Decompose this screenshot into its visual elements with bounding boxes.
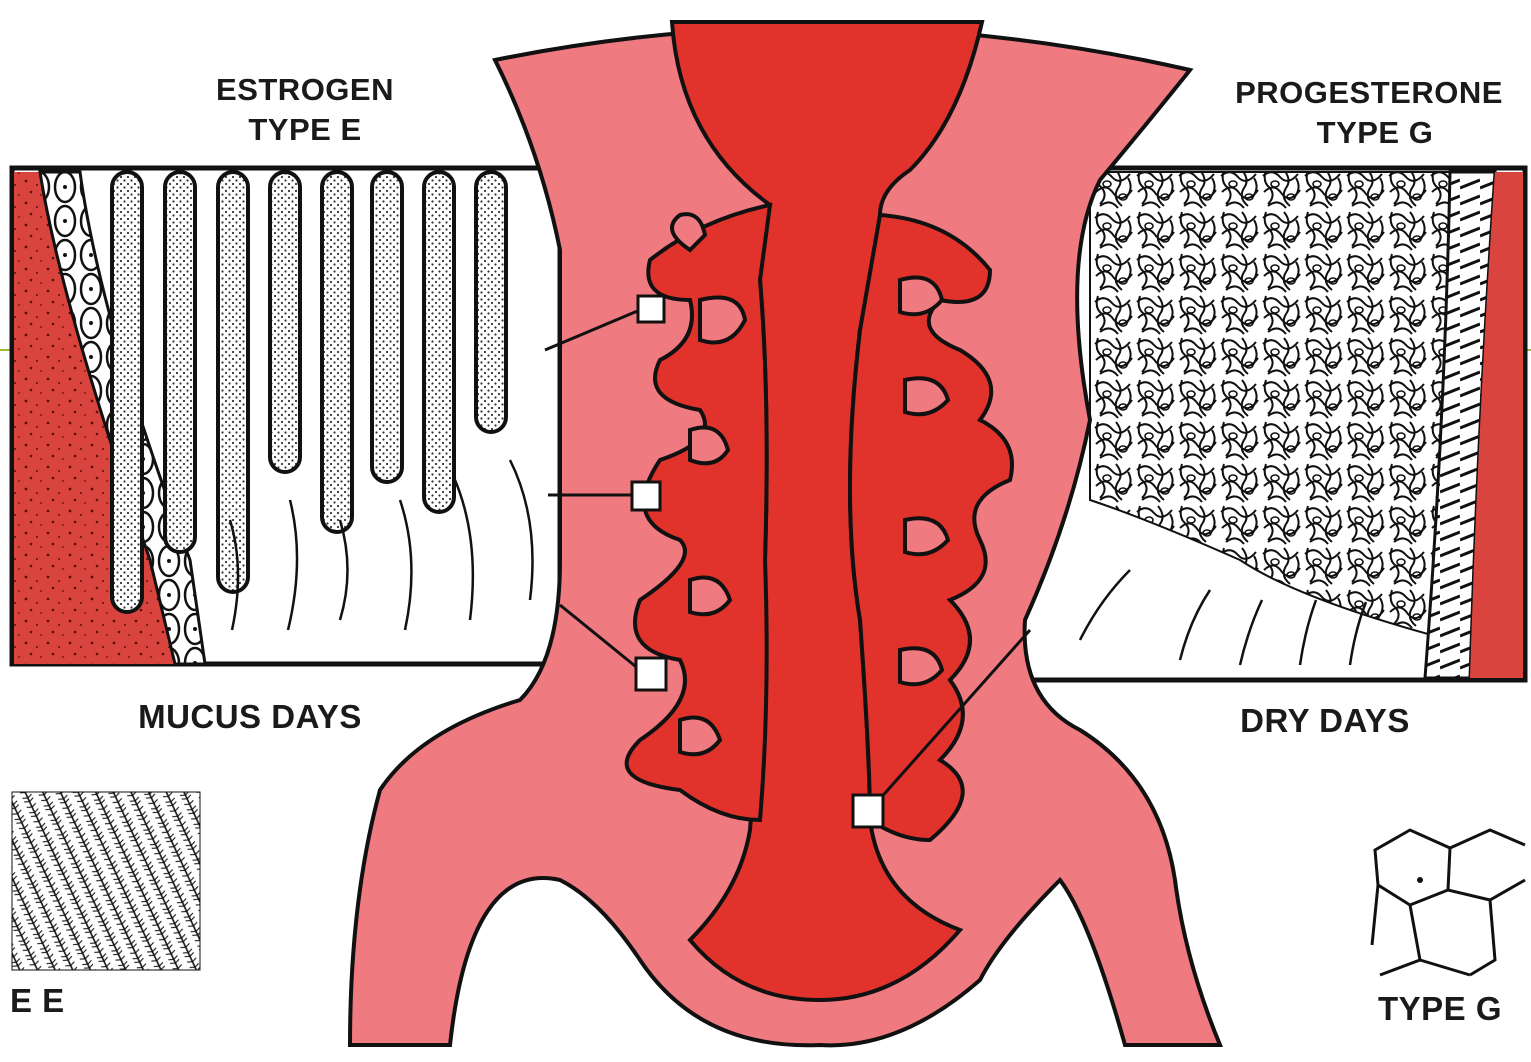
inset-fern-type-e	[12, 792, 200, 970]
crypt-marker	[636, 658, 666, 690]
crypt-marker	[853, 795, 883, 827]
progesterone-type-label: TYPE G	[1240, 115, 1510, 151]
crypt-marker	[638, 296, 664, 322]
estrogen-type-label: TYPE E	[170, 112, 440, 148]
progesterone-title: PROGESTERONE	[1210, 75, 1528, 111]
inset-cells-type-g	[1365, 810, 1530, 980]
mucus-days-label: MUCUS DAYS	[100, 698, 400, 736]
right-inset-caption: TYPE G	[1360, 990, 1520, 1028]
dry-days-label: DRY DAYS	[1190, 702, 1460, 740]
estrogen-title: ESTROGEN	[170, 72, 440, 108]
estrogen-panel	[12, 168, 560, 664]
progesterone-panel	[1020, 168, 1525, 680]
left-inset-caption: E E	[10, 982, 90, 1020]
crypt-marker	[632, 482, 660, 510]
